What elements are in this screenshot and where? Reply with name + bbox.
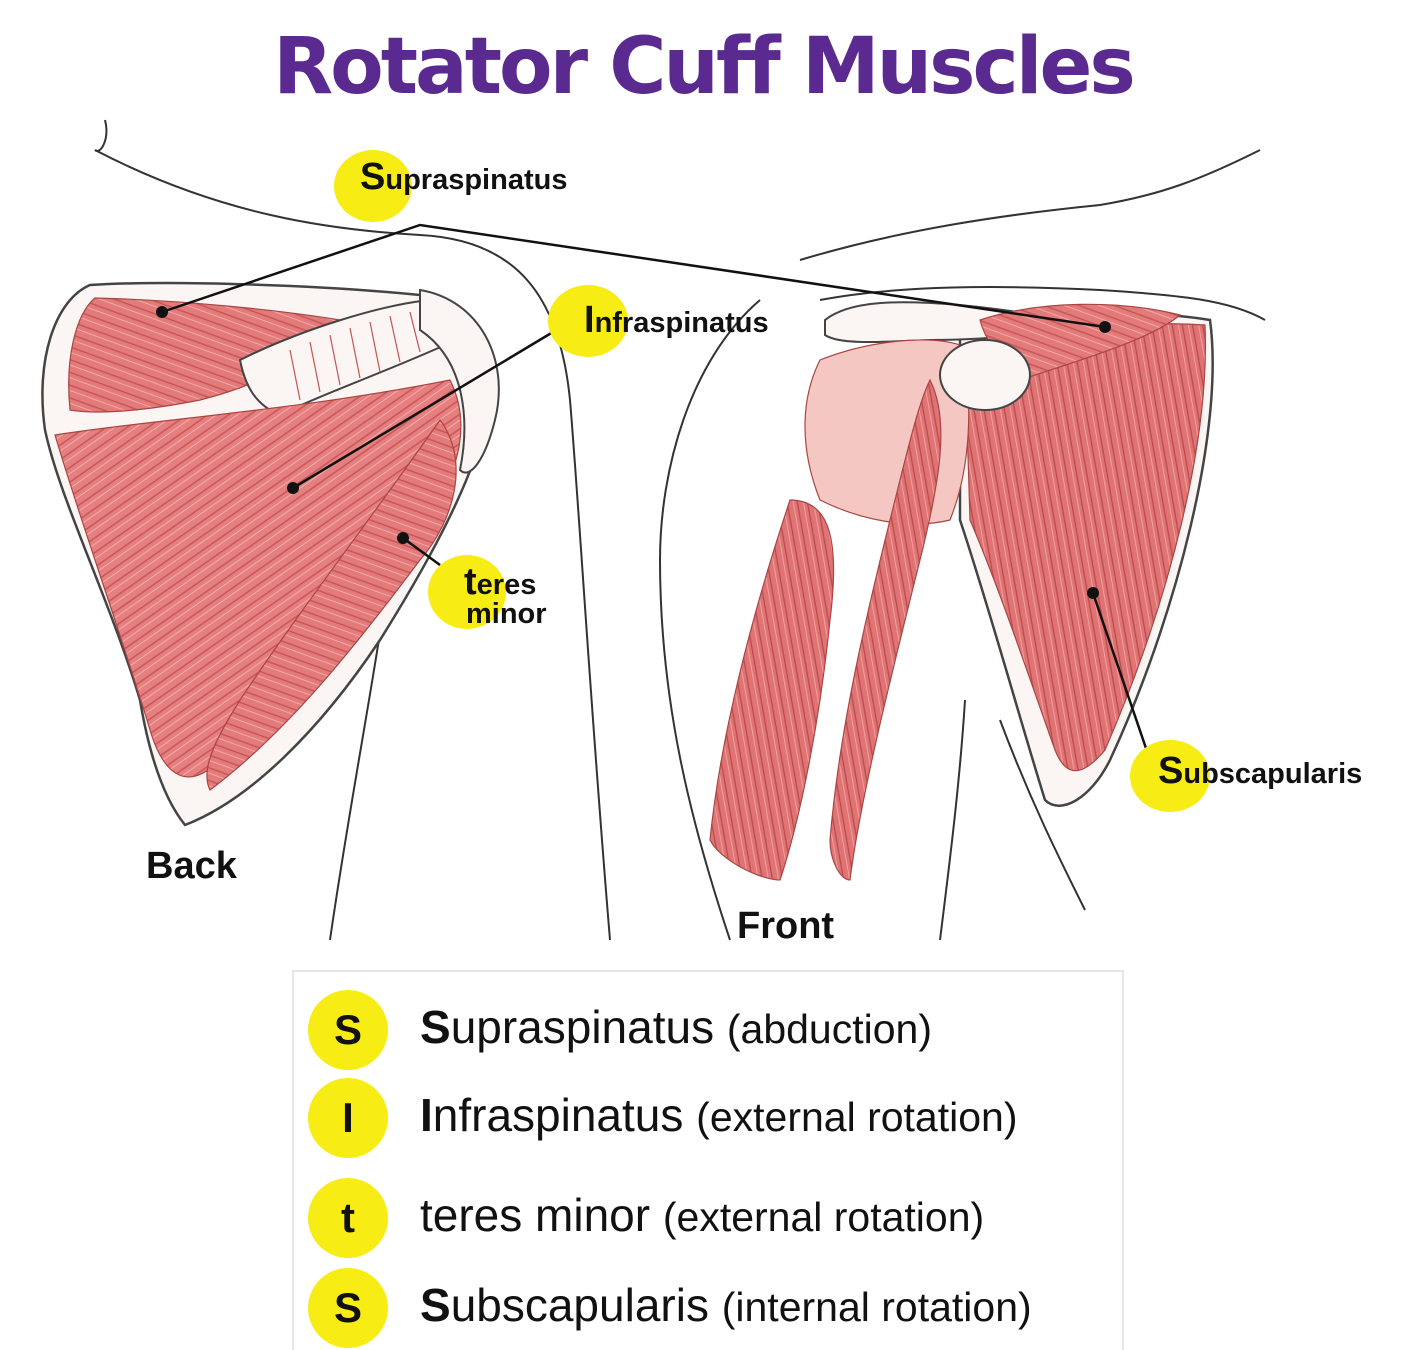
legend-text: Infraspinatus (external rotation) [420, 1088, 1018, 1142]
front-biceps-short-head [710, 500, 834, 880]
callout-label: ubscapularis [1183, 758, 1362, 790]
legend-badge: S [308, 990, 388, 1070]
legend-description: (external rotation) [696, 1094, 1017, 1140]
legend-text: teres minor (external rotation) [420, 1188, 984, 1242]
callout-label: nfraspinatus [595, 307, 769, 339]
front-humeral-head [940, 340, 1030, 410]
legend-name: upraspinatus [451, 1001, 714, 1053]
front-view-label: Front [737, 905, 834, 948]
shoulder-illustration [0, 0, 1406, 960]
callout-initial: t [464, 561, 477, 603]
legend-badge: t [308, 1178, 388, 1258]
legend-badge: I [308, 1078, 388, 1158]
legend-row-subscapularis: S Subscapularis (internal rotation) [294, 1268, 1124, 1348]
back-view-label: Back [146, 845, 237, 888]
callout-label: eres [477, 569, 537, 601]
legend-row-teres-minor: t teres minor (external rotation) [294, 1178, 1124, 1258]
callout-subscapularis: Subscapularis [1130, 740, 1334, 783]
callout-teres-minor: teres minor [428, 555, 509, 631]
callout-supraspinatus: Supraspinatus [334, 150, 541, 193]
legend-text: Subscapularis (internal rotation) [420, 1278, 1032, 1332]
callout-infraspinatus: Infraspinatus [548, 285, 733, 328]
legend-row-supraspinatus: S Supraspinatus (abduction) [294, 990, 1124, 1070]
legend-row-infraspinatus: I Infraspinatus (external rotation) [294, 1078, 1124, 1158]
callout-label-line2: minor [466, 598, 547, 630]
legend-initial: S [420, 1279, 451, 1331]
legend-initial: S [420, 1001, 451, 1053]
callout-initial: I [584, 299, 595, 341]
legend-name: nfraspinatus [433, 1089, 684, 1141]
legend-badge: S [308, 1268, 388, 1348]
callout-initial: S [1158, 750, 1183, 792]
legend-description: (abduction) [727, 1006, 932, 1052]
callout-label: upraspinatus [385, 164, 567, 196]
legend-text: Supraspinatus (abduction) [420, 1000, 932, 1054]
legend-description: (external rotation) [663, 1194, 984, 1240]
legend-name: ubscapularis [451, 1279, 709, 1331]
legend-box: S Supraspinatus (abduction) I Infraspina… [292, 970, 1124, 1350]
legend-name: teres minor [420, 1189, 650, 1241]
legend-description: (internal rotation) [722, 1284, 1032, 1330]
legend-initial: I [420, 1089, 433, 1141]
callout-initial: S [360, 156, 385, 198]
